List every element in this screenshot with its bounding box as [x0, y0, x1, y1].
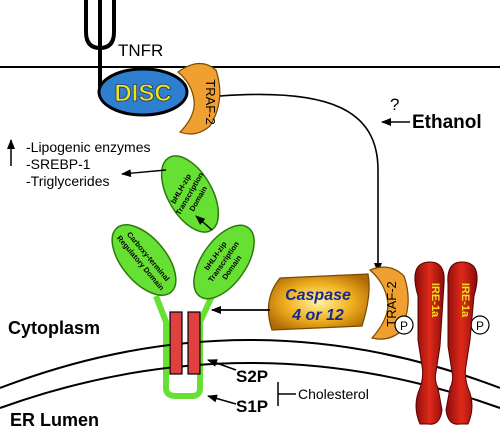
- srebp-linker: [153, 294, 215, 399]
- disc-ellipse: [97, 67, 189, 117]
- effect-lipogenic-enzymes: -Lipogenic enzymes: [26, 139, 151, 155]
- cytoplasm-label: Cytoplasm: [8, 318, 100, 338]
- phospho-left-circle: [394, 315, 414, 335]
- carboxy-terminal-domain: [111, 224, 177, 296]
- s2p-arrow: [207, 359, 237, 371]
- srebp-tm-segment-right: [187, 311, 201, 375]
- effect-srebp1: -SREBP-1: [26, 156, 91, 172]
- caspase-shape: [267, 273, 370, 331]
- tnfr-receptor: [84, 0, 116, 97]
- traf2-top-shape: [177, 62, 221, 135]
- s1p-label: S1P: [236, 397, 268, 416]
- tnfr-label: TNFR: [118, 41, 163, 60]
- question-mark: ?: [390, 95, 399, 114]
- bhlh-to-effects-arrow: [121, 169, 167, 178]
- ire1a-right-label: IRE-1a: [459, 283, 471, 318]
- ire1a-left-label: IRE-1a: [429, 283, 441, 318]
- ire1a-dimer: [414, 261, 478, 425]
- phospho-right-label: P: [476, 319, 484, 333]
- disc-label: DISC: [114, 80, 171, 107]
- traf2-top-label: TRAF-2: [203, 79, 218, 125]
- bhlh-cleaved-domain: [160, 155, 220, 233]
- caspase-label-1: Caspase: [285, 287, 351, 304]
- s2p-label: S2P: [236, 367, 268, 386]
- traf2-to-traf2-arrow: [219, 93, 382, 273]
- srebp-tm-segment-left: [169, 311, 183, 375]
- s1p-arrow: [207, 394, 237, 405]
- bhlh-membrane-domain: [193, 224, 255, 300]
- cholesterol-label: Cholesterol: [298, 386, 369, 402]
- ethanol-label: Ethanol: [412, 112, 482, 133]
- traf2-bottom-label: TRAF-2: [384, 281, 399, 327]
- bhlh-release-arrow: [195, 215, 213, 231]
- caspase-label-2: 4 or 12: [291, 307, 344, 324]
- er-lumen-label: ER Lumen: [10, 410, 99, 430]
- effect-triglycerides: -Triglycerides: [26, 173, 110, 189]
- phospho-left-label: P: [400, 319, 408, 333]
